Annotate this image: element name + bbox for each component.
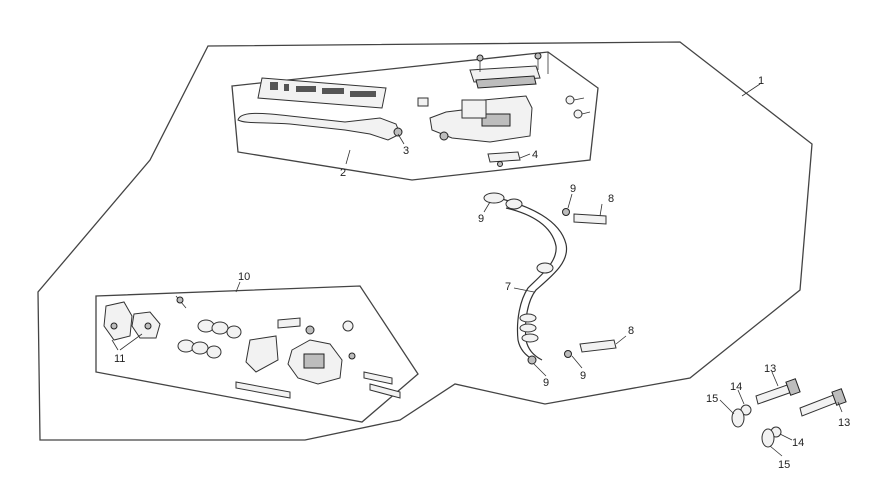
callout-13-upper: 13 xyxy=(764,363,776,375)
bolt-13-lower xyxy=(799,393,839,417)
washer-15-upper xyxy=(731,408,745,428)
banjo-bolt-8-lower xyxy=(579,339,617,353)
bleeder-valve xyxy=(342,320,354,332)
decal-marks xyxy=(270,82,376,97)
callout-15-lower: 15 xyxy=(778,459,790,471)
brake-switch xyxy=(565,95,591,119)
lower-hose-coil-3 xyxy=(521,333,539,343)
master-cylinder-group xyxy=(237,52,591,167)
washer-15-lower xyxy=(761,428,775,448)
leader-lines xyxy=(111,83,843,457)
cover-screw-left xyxy=(476,54,484,62)
callout-8-lower: 8 xyxy=(628,325,634,337)
mid-hose-collar xyxy=(536,262,554,274)
callout-9-upper-left: 9 xyxy=(478,213,484,225)
guide-pin xyxy=(277,317,301,329)
lever-pivot xyxy=(393,127,403,137)
callout-4: 4 xyxy=(532,149,538,161)
washer-9-lower-right xyxy=(564,350,572,358)
caliper-window xyxy=(303,353,325,369)
brake-lever xyxy=(237,112,401,141)
upper-banjo xyxy=(483,192,505,204)
callout-labels: 1 2 3 4 7 8 8 9 9 9 9 10 11 13 13 14 14 … xyxy=(114,75,850,471)
callout-13-lower: 13 xyxy=(838,417,850,429)
small-washer xyxy=(348,352,356,360)
clamp-bracket xyxy=(461,99,487,119)
callout-14-upper: 14 xyxy=(730,381,742,393)
callout-8-upper: 8 xyxy=(608,193,614,205)
pivot-bolt xyxy=(417,97,429,107)
pad-spring-plate xyxy=(245,335,279,373)
callout-9-upper-right: 9 xyxy=(570,183,576,195)
cover-screw-right xyxy=(534,52,542,60)
brake-hose-outer xyxy=(497,197,568,361)
callout-1: 1 xyxy=(758,75,764,87)
lower-hose-coil-1 xyxy=(519,313,537,323)
cylinder-window xyxy=(481,113,511,127)
caliper-group xyxy=(103,295,401,399)
assembly-outline xyxy=(37,41,813,441)
callout-9-lower-left: 9 xyxy=(543,377,549,389)
banjo-bolt-8-upper xyxy=(573,213,607,225)
hardware-group xyxy=(731,378,847,448)
caliper-bolt-right-1 xyxy=(363,371,393,385)
pad-pin xyxy=(176,296,184,304)
callout-2: 2 xyxy=(340,167,346,179)
callout-11: 11 xyxy=(114,353,125,365)
banjo-fitting xyxy=(439,131,449,141)
brake-pad-left xyxy=(103,301,133,341)
piston-seals xyxy=(177,319,242,359)
washer-9-lower-left xyxy=(527,355,537,365)
caliper-bolt-lower xyxy=(235,381,291,399)
brake-hose-inner xyxy=(505,207,557,361)
upper-hose-clamp xyxy=(505,198,523,210)
caliper-box xyxy=(95,285,419,423)
callout-9-lower-right: 9 xyxy=(580,370,586,382)
callout-10: 10 xyxy=(238,271,250,283)
callout-3: 3 xyxy=(403,145,409,157)
lower-hose-coil-2 xyxy=(519,323,537,333)
caliper-bolt-right-2 xyxy=(369,383,401,399)
callout-14-lower: 14 xyxy=(792,437,804,449)
bleeder-cap xyxy=(305,325,315,335)
washer-9-upper-right xyxy=(562,208,570,216)
reservoir-diaphragm xyxy=(475,75,537,89)
bracket-part-4 xyxy=(487,151,521,163)
brake-hose-group xyxy=(483,192,617,365)
callout-7: 7 xyxy=(505,281,511,293)
bolt-13-upper xyxy=(755,383,793,405)
callout-15-upper: 15 xyxy=(706,393,718,405)
master-cylinder-body xyxy=(429,95,533,143)
